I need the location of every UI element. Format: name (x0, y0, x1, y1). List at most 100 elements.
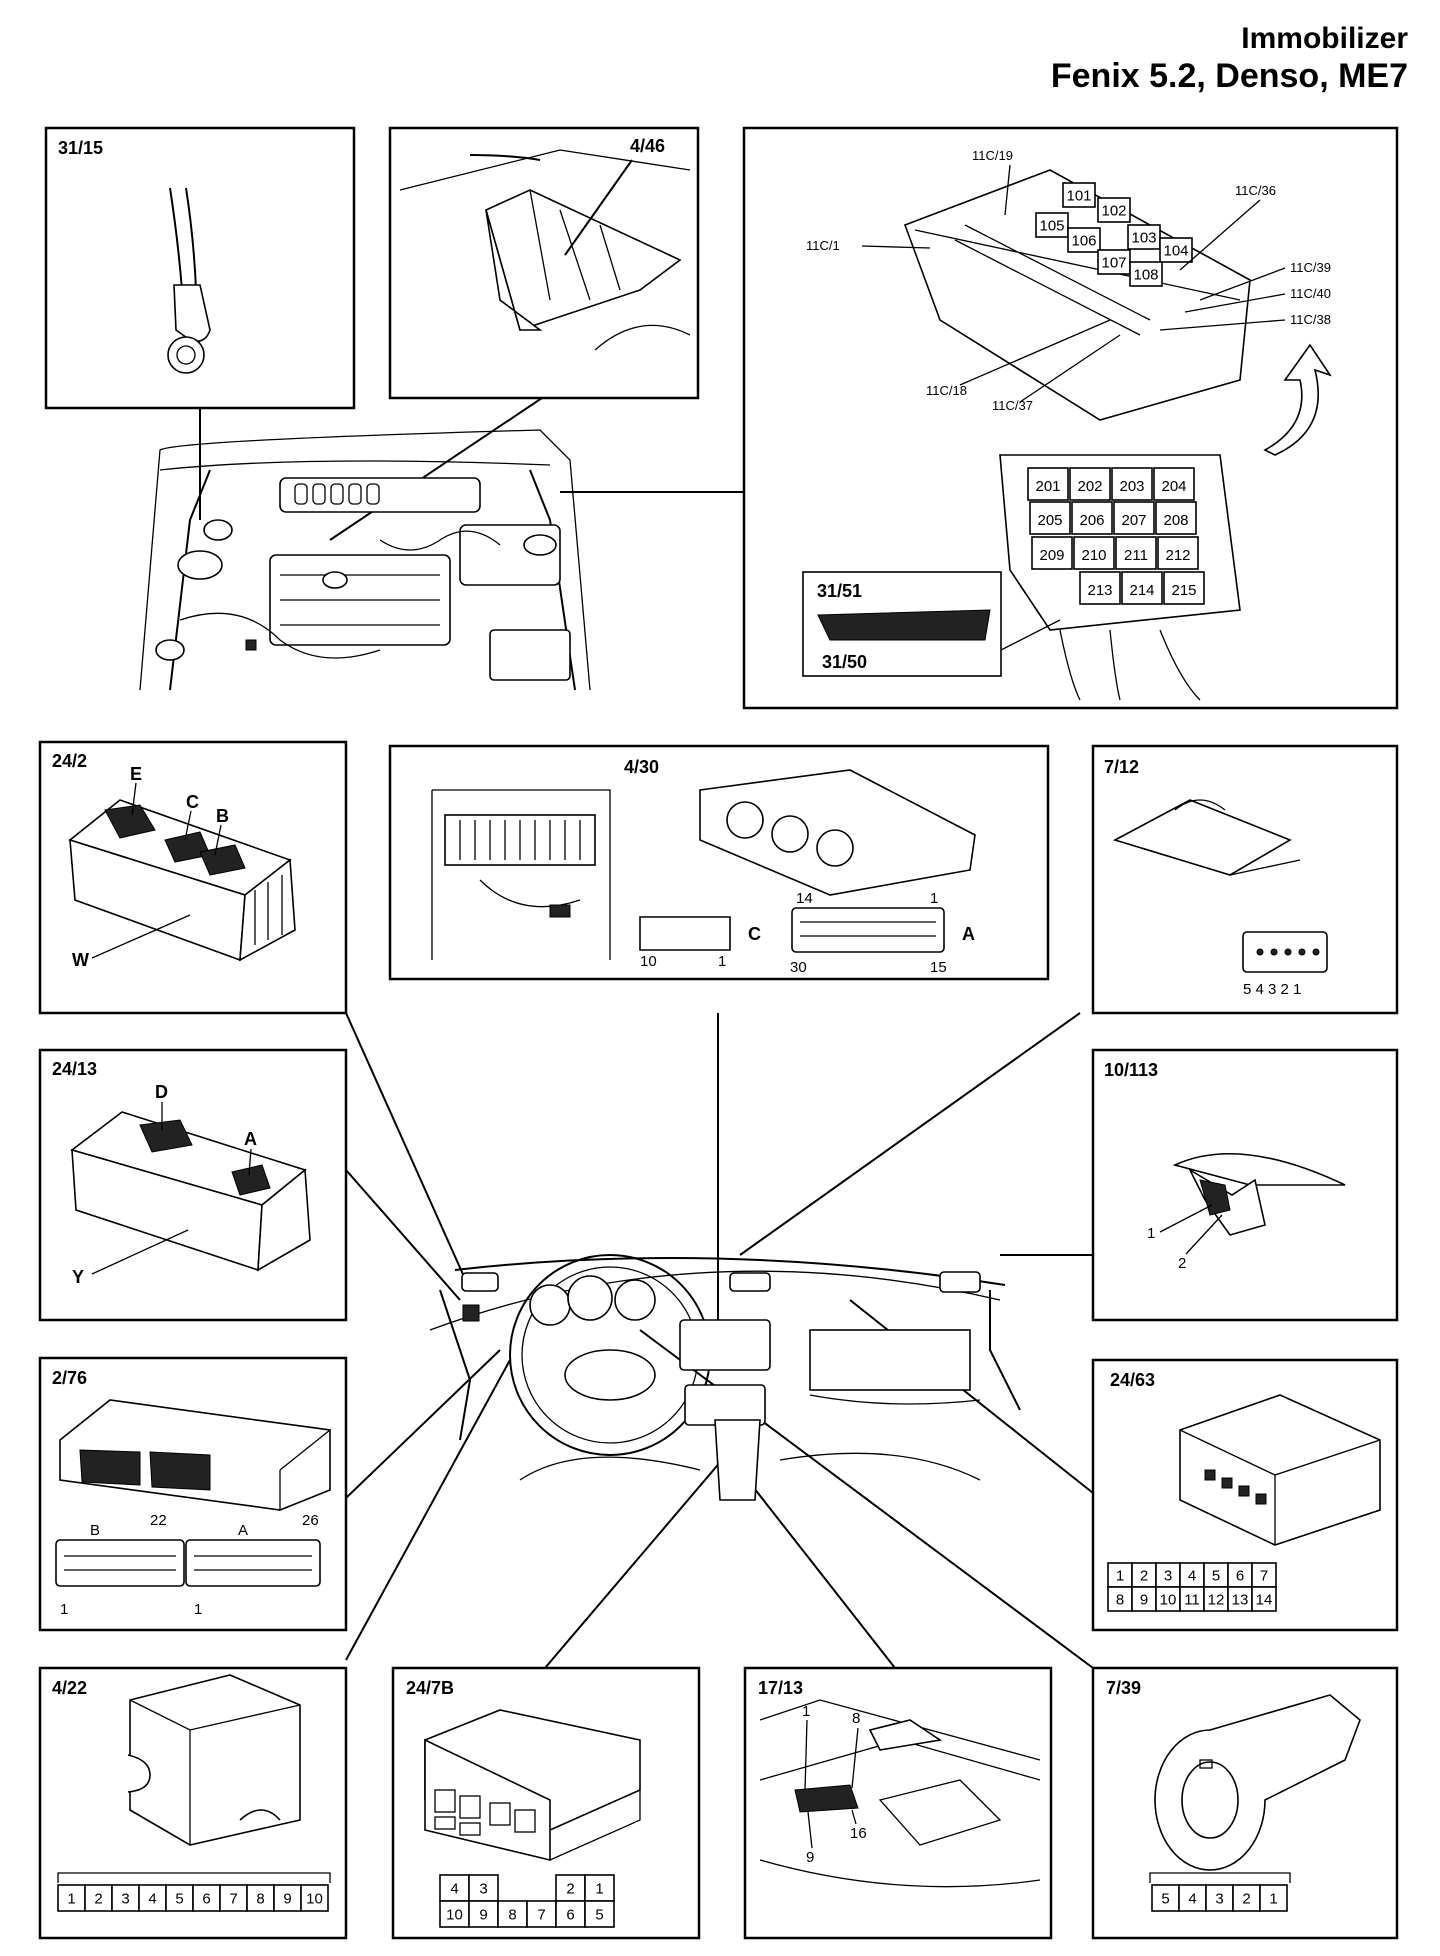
pin-10-label: 10 (306, 1891, 323, 1908)
pin-1-cell (584, 1874, 615, 1902)
pin-7-label: 7 (1260, 1567, 1268, 1584)
relay-101-label: 101 (1066, 187, 1091, 204)
relay-213-cell (1079, 571, 1121, 605)
panel-label: 24/63 (1110, 1370, 1155, 1390)
relay-209-cell (1031, 536, 1073, 570)
pin-1-cell (1259, 1884, 1288, 1912)
relay-101-cell (1062, 182, 1096, 208)
relay-209-label: 209 (1039, 547, 1064, 564)
panel-7-12: 7/12 5 4 3 2 1 (1091, 744, 1399, 1015)
relay-105-cell (1035, 212, 1069, 238)
pin-7-label: 7 (229, 1891, 237, 1908)
relay-214-cell (1121, 571, 1163, 605)
panel-label: 7/12 (1104, 757, 1139, 777)
letter-c: C (186, 792, 199, 812)
pin-1: 1 (1147, 1225, 1155, 1242)
pin-4-label: 4 (148, 1891, 156, 1908)
label-11c-1: 11C/1 (806, 238, 840, 253)
pin-1-label: 1 (595, 1881, 603, 1898)
relay-206-cell (1071, 501, 1113, 535)
letter-d: D (155, 1082, 168, 1102)
relay-208-cell (1155, 501, 1197, 535)
panel-label: 4/22 (52, 1678, 87, 1698)
relay-213-label: 213 (1087, 582, 1112, 599)
panel-label: 4/30 (624, 757, 659, 777)
pin-row: 5 4 3 2 1 (1243, 981, 1301, 998)
relay-211-cell (1115, 536, 1157, 570)
relay-104-cell (1159, 237, 1193, 263)
pin-10-cell (300, 1884, 329, 1912)
panel-label: 10/113 (1104, 1060, 1158, 1080)
pin-a-14: 14 (796, 890, 813, 907)
pin-2-cell (1232, 1884, 1261, 1912)
pin-4-label: 4 (1188, 1891, 1196, 1908)
pin-16: 16 (850, 1825, 867, 1842)
pin-9-cell (1131, 1586, 1157, 1612)
relay-203-label: 203 (1119, 478, 1144, 495)
relay-210-label: 210 (1081, 547, 1106, 564)
panel-label: 31/15 (58, 138, 103, 158)
pin-c-1: 1 (718, 953, 726, 970)
pin-5-cell (165, 1884, 194, 1912)
relay-102-cell (1097, 197, 1131, 223)
pin-14-label: 14 (1256, 1591, 1273, 1608)
pin-14-cell (1251, 1586, 1277, 1612)
panel-label: 24/7B (406, 1678, 454, 1698)
relay-107-label: 107 (1101, 254, 1126, 271)
diagram-title: Immobilizer Fenix 5.2, Denso, ME7 (1051, 22, 1408, 96)
pin-4-cell (439, 1874, 470, 1902)
pin-10-label: 10 (1160, 1591, 1177, 1608)
pin-7-label: 7 (537, 1907, 545, 1924)
relay-215-cell (1163, 571, 1205, 605)
pin-5-label: 5 (595, 1907, 603, 1924)
relay-204-label: 204 (1161, 478, 1186, 495)
pin-10-label: 10 (446, 1907, 463, 1924)
pin-8-cell (497, 1900, 528, 1928)
relay-215-label: 215 (1171, 582, 1196, 599)
pin-7-cell (526, 1900, 557, 1928)
pin-1-label: 1 (67, 1891, 75, 1908)
relay-207-cell (1113, 501, 1155, 535)
pin-2-label: 2 (94, 1891, 102, 1908)
dashboard-drawing (429, 1254, 1021, 1501)
title-line-1: Immobilizer (1241, 22, 1408, 55)
relay-202-cell (1069, 467, 1111, 501)
pin-8-label: 8 (1116, 1591, 1124, 1608)
letter-a: A (238, 1522, 248, 1539)
label-31-51: 31/51 (817, 581, 862, 601)
label-11c-19: 11C/19 (972, 148, 1013, 163)
letter-a: A (962, 924, 975, 944)
pin-4-cell (138, 1884, 167, 1912)
panel-label: 2/76 (52, 1368, 87, 1388)
relay-204-cell (1153, 467, 1195, 501)
letter-e: E (130, 764, 142, 784)
pin-5-label: 5 (1161, 1891, 1169, 1908)
pin-1-label: 1 (1269, 1891, 1277, 1908)
pin-9: 9 (806, 1849, 814, 1866)
label-31-50: 31/50 (822, 652, 867, 672)
relay-211-label: 211 (1124, 547, 1148, 564)
pin-6-cell (555, 1900, 586, 1928)
relay-214-label: 214 (1129, 582, 1154, 599)
pin-3-cell (111, 1884, 140, 1912)
pin-7-cell (1251, 1562, 1277, 1588)
pin-6-cell (192, 1884, 221, 1912)
pin-4-cell (1179, 1562, 1205, 1588)
pin-2-label: 2 (566, 1881, 574, 1898)
panel-label: 24/2 (52, 751, 87, 771)
label-11c-36: 11C/36 (1235, 183, 1276, 198)
relay-212-label: 212 (1165, 547, 1190, 564)
label-11c-39: 11C/39 (1290, 260, 1331, 275)
pin-9-label: 9 (283, 1891, 291, 1908)
relay-201-cell (1027, 467, 1069, 501)
relay-105-label: 105 (1039, 217, 1064, 234)
pin-a-1: 1 (194, 1601, 202, 1618)
pin-a-1: 1 (930, 890, 938, 907)
